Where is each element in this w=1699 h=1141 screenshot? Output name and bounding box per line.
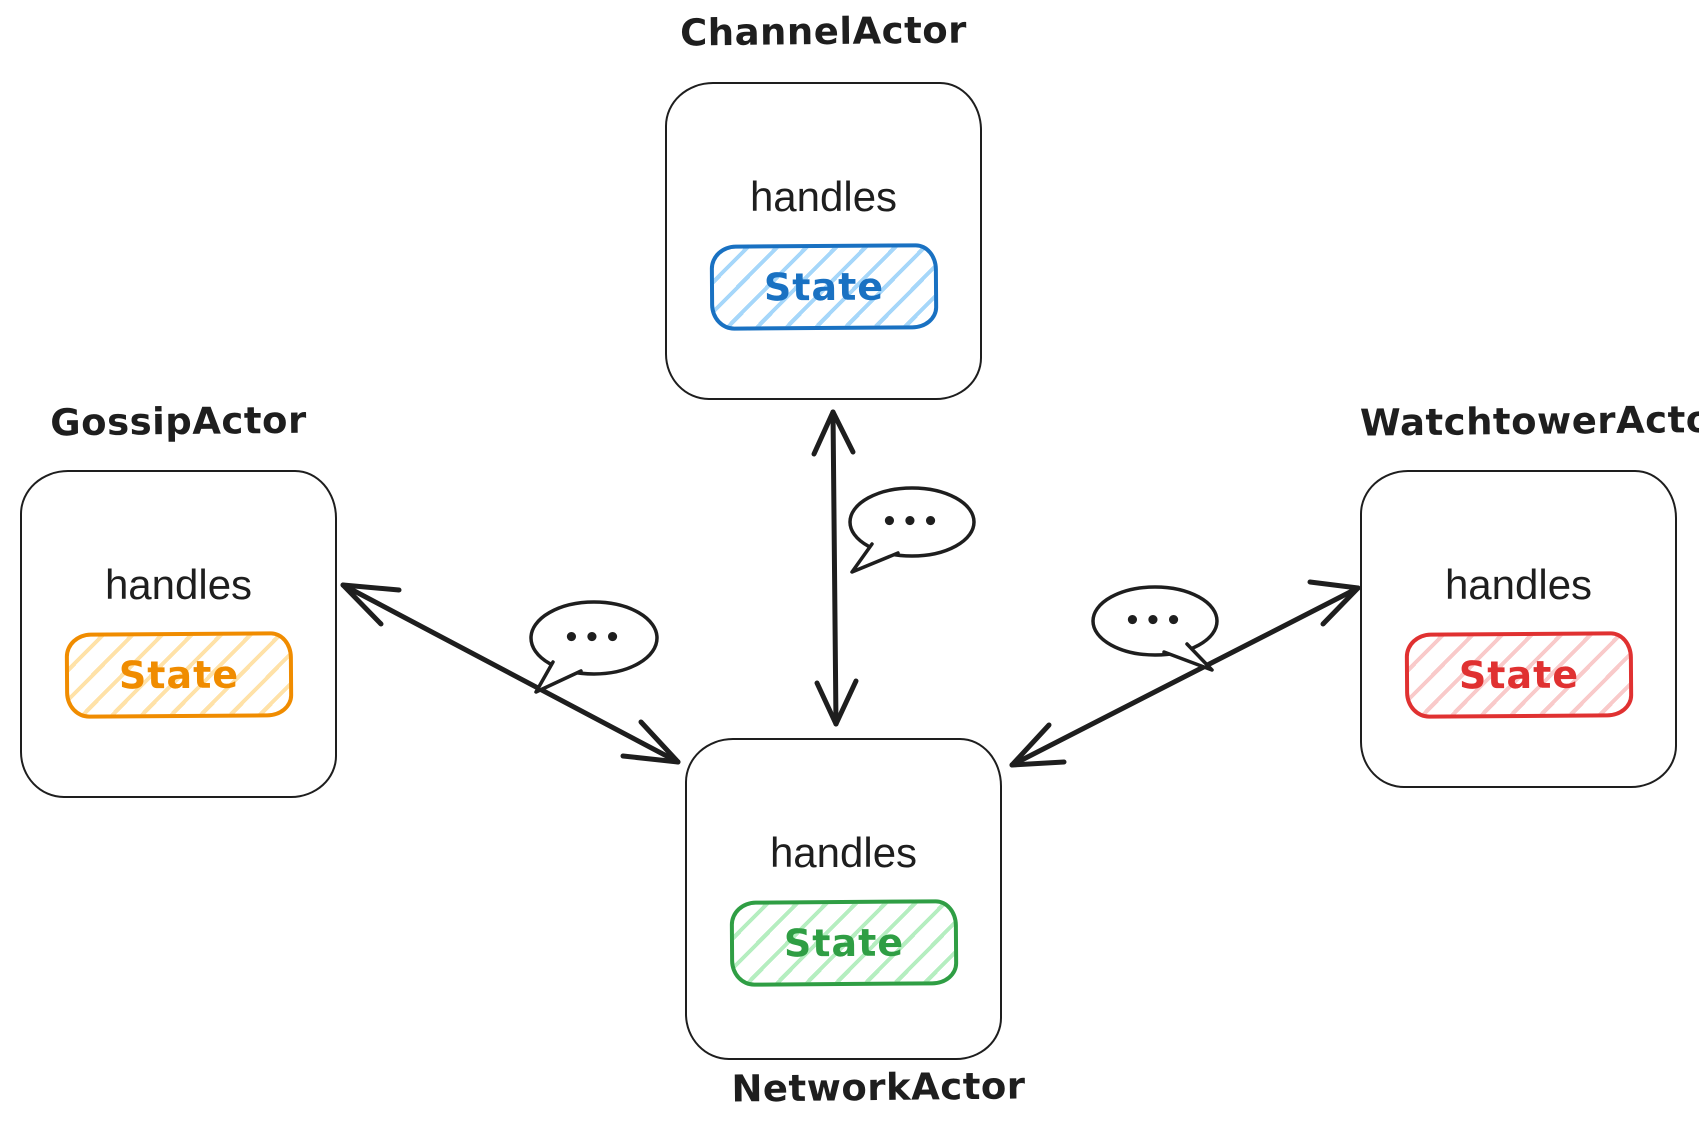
arrow-gossip-network	[340, 582, 681, 765]
message-bubble: •••	[848, 486, 976, 574]
watchtower-actor-box: handles State	[1360, 470, 1677, 788]
handles-label: handles	[104, 561, 253, 608]
state-label: State	[1458, 652, 1579, 698]
channel-actor-box: handles State	[665, 82, 982, 400]
gossip-actor-title: GossipActor	[50, 398, 307, 445]
handles-label: handles	[769, 829, 918, 876]
watchtower-actor-title: WatchtowerActor	[1359, 397, 1699, 445]
gossip-actor-box: handles State	[20, 470, 337, 798]
watchtower-state-pill: State	[1404, 631, 1633, 719]
handles-label: handles	[1444, 561, 1593, 608]
ellipsis-dots: •••	[563, 623, 625, 653]
state-label: State	[783, 920, 904, 966]
gossip-state-pill: State	[64, 631, 293, 719]
channel-state-pill: State	[709, 243, 938, 331]
network-actor-title: NetworkActor	[731, 1064, 1026, 1111]
network-state-pill: State	[729, 899, 958, 987]
ellipsis-dots: •••	[881, 507, 943, 537]
channel-actor-title: ChannelActor	[679, 8, 968, 55]
state-label: State	[118, 652, 239, 698]
arrow-channel-network	[811, 409, 859, 727]
arrow-watchtower-network	[1009, 579, 1361, 768]
ellipsis-dots: •••	[1124, 606, 1186, 636]
state-label: State	[763, 264, 884, 310]
message-bubble: •••	[529, 600, 659, 694]
message-bubble: •••	[1091, 585, 1219, 672]
network-actor-box: handles State	[685, 738, 1002, 1060]
handles-label: handles	[749, 173, 898, 220]
